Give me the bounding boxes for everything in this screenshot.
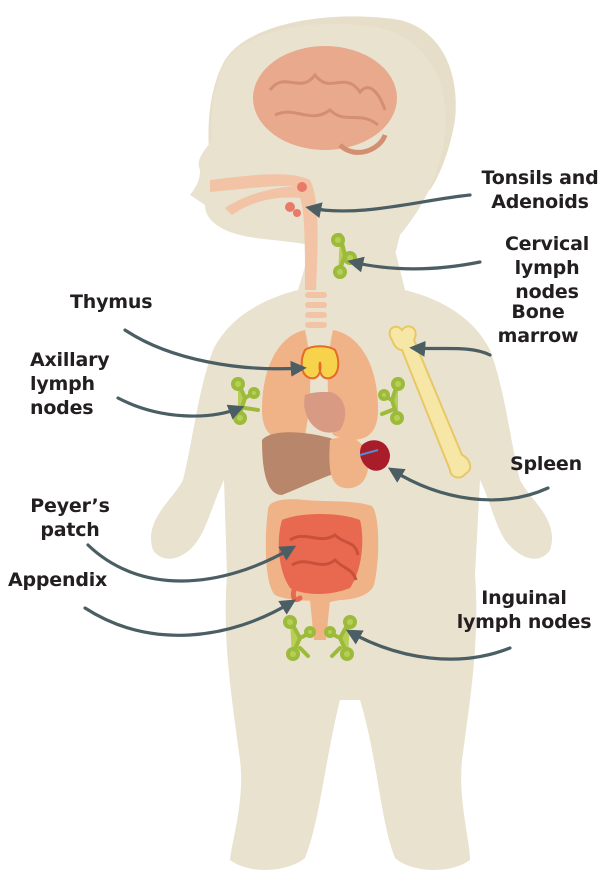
small-intestine xyxy=(279,514,363,594)
label-thymus: Thymus xyxy=(70,290,170,314)
label-cervical-lymph-nodes: Cervical lymph nodes xyxy=(486,232,608,304)
label-tonsils-and-adenoids: Tonsils and Adenoids xyxy=(474,166,606,214)
label-inguinal-lymph-nodes: Inguinal lymph nodes xyxy=(454,586,594,634)
label-peyers-patch: Peyer’s patch xyxy=(20,494,120,542)
label-appendix: Appendix xyxy=(8,568,128,592)
label-spleen: Spleen xyxy=(510,452,600,476)
label-bone-marrow: Bone marrow xyxy=(488,300,588,348)
thymus xyxy=(302,346,339,378)
label-axillary-lymph-nodes: Axillary lymph nodes xyxy=(30,348,130,420)
